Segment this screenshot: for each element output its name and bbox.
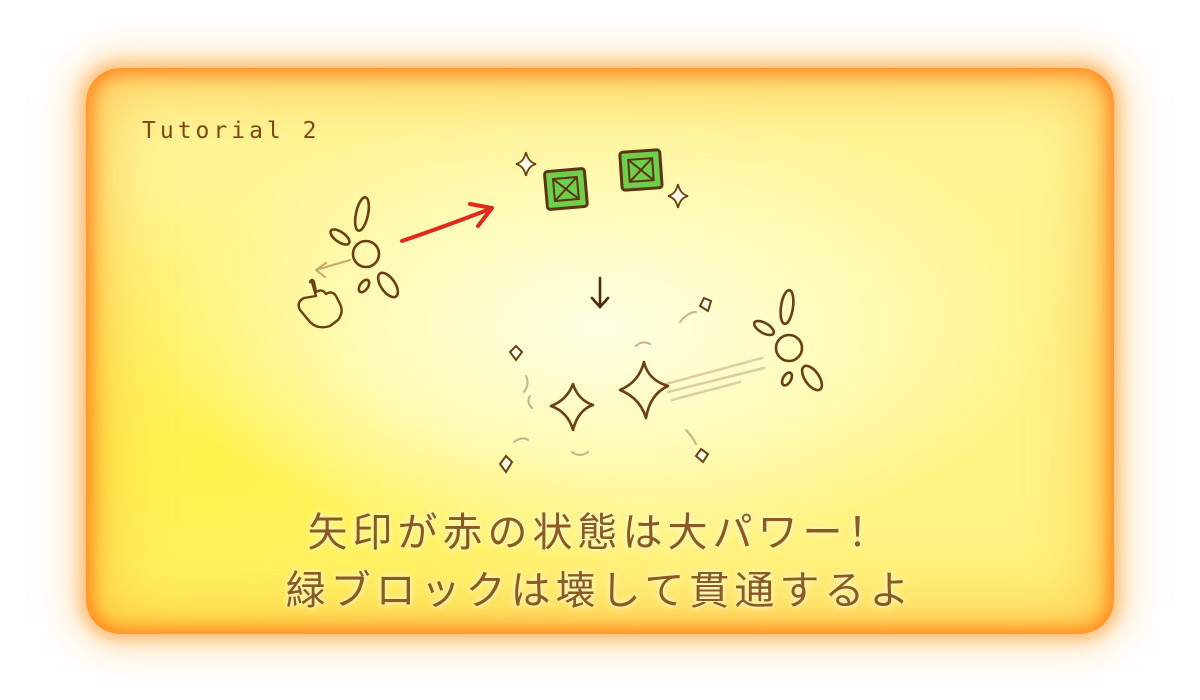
- motion-lines-icon: [664, 356, 766, 402]
- debris-icon: [498, 296, 713, 474]
- flower-character-icon: [752, 288, 824, 392]
- aim-direction-icon: [315, 259, 351, 278]
- flower-character-icon: [329, 196, 400, 299]
- burst-icon: [549, 382, 595, 432]
- burst-icon: [618, 360, 670, 420]
- sparkle-icon: [515, 151, 537, 177]
- tutorial-label: Tutorial 2: [142, 118, 321, 144]
- green-block-icon: [543, 167, 589, 211]
- green-block-icon: [618, 148, 664, 192]
- sparkle-icon: [667, 183, 689, 209]
- red-power-arrow-icon: [400, 202, 494, 243]
- debris-trail-icon: [513, 311, 697, 456]
- pointing-hand-icon: [297, 278, 343, 329]
- down-arrow-icon: [590, 276, 610, 309]
- caption-line-2: 緑ブロックは壊して貫通するよ: [285, 568, 915, 614]
- caption-line-1: 矢印が赤の状態は大パワー！: [307, 510, 893, 556]
- tutorial-card: [86, 68, 1114, 634]
